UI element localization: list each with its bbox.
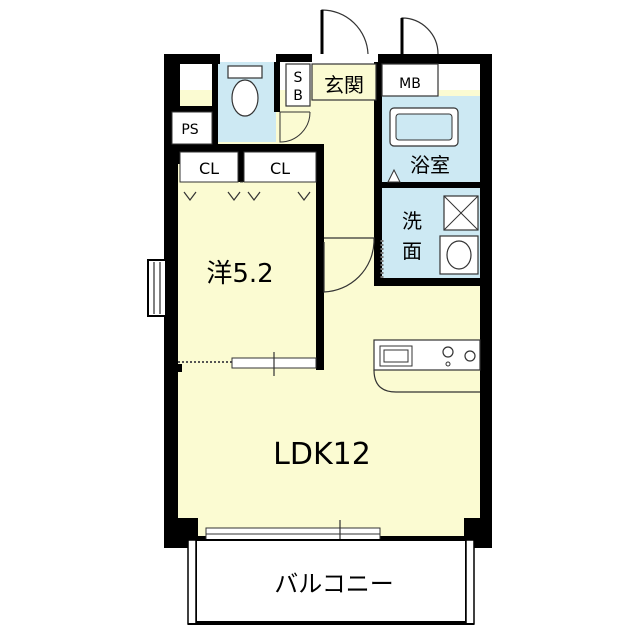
- meter-box-label: MB: [399, 76, 421, 92]
- balcony-label: バルコニー: [274, 570, 394, 598]
- closet-left: [179, 151, 239, 183]
- stove-burner-2: [464, 350, 476, 362]
- wall-room-right: [316, 146, 324, 370]
- bathroom-label: 浴室: [410, 153, 450, 177]
- wall-left: [164, 164, 178, 540]
- wall-entry-right: [374, 62, 382, 102]
- washroom-label-line2: 面: [402, 239, 422, 263]
- wall-bath-bottom: [374, 182, 484, 188]
- entrance-label-box: [311, 63, 377, 101]
- toilet-door: [279, 111, 311, 143]
- wall-toilet-right: [274, 62, 280, 112]
- entrance-label: 玄関: [324, 73, 364, 97]
- toilet-tank: [227, 65, 263, 79]
- wall-room-top: [172, 144, 324, 152]
- closet-left-label: CL: [199, 159, 219, 178]
- wall-top-right: [378, 54, 492, 64]
- toilet-bowl: [231, 79, 259, 117]
- wall-wash-bottom: [374, 278, 484, 286]
- wall-room-bottom-left: [172, 364, 182, 372]
- mb-box: [381, 63, 439, 97]
- entrance-door: [321, 9, 369, 55]
- shoe-box-s-label: S: [294, 70, 303, 86]
- western-room-label: 洋5.2: [206, 259, 273, 289]
- bath-door-marks: [387, 168, 401, 183]
- wall-toilet-left: [212, 62, 218, 144]
- hall-door: [323, 237, 375, 293]
- closet-door-marks: [183, 191, 311, 201]
- ps-box: [171, 111, 213, 145]
- wall-top-left: [164, 54, 220, 64]
- ldk-label: LDK12: [273, 437, 371, 472]
- mb-door: [401, 17, 439, 55]
- wall-ps-top: [172, 106, 216, 112]
- shoe-box: [285, 63, 311, 107]
- closet-right-label: CL: [270, 159, 290, 178]
- shoe-box-b-label: B: [293, 88, 303, 104]
- wall-bath-left: [374, 96, 382, 282]
- stove-burner-1: [442, 346, 454, 358]
- wall-top-mid: [276, 54, 312, 62]
- western-room-floor: [178, 178, 316, 366]
- left-window: [147, 259, 167, 317]
- pipe-space-label: PS: [181, 122, 198, 138]
- balcony: [195, 539, 467, 623]
- washroom-label-line1: 洗: [402, 209, 422, 233]
- wall-closet-mid: [238, 150, 244, 182]
- wall-right: [480, 54, 492, 544]
